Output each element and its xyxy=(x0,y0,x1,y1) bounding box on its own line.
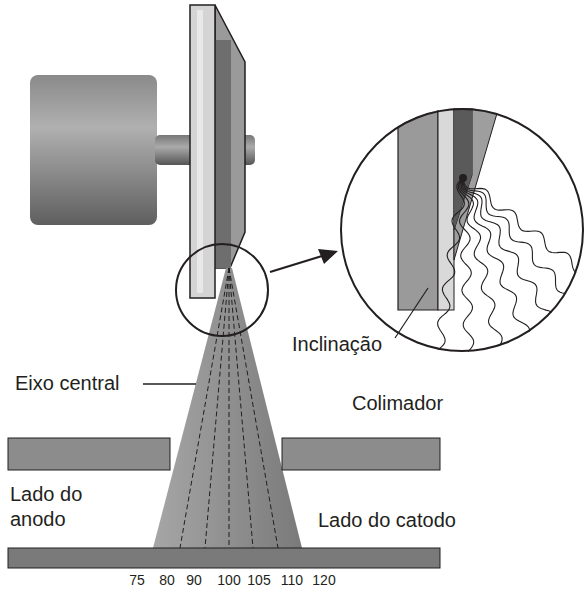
motor xyxy=(30,75,157,225)
x-ray-wave xyxy=(463,178,579,308)
x-ray-wave xyxy=(463,178,588,286)
zoom-arrow-head xyxy=(318,249,338,264)
leader-line xyxy=(143,383,196,385)
x-ray-beam xyxy=(153,268,302,548)
x-ray-wave xyxy=(438,178,465,350)
intensity-value: 110 xyxy=(281,572,303,590)
x-ray-wave xyxy=(462,178,555,326)
intensity-value: 75 xyxy=(129,572,145,590)
side-label: Lado do anodo xyxy=(10,482,110,532)
x-ray-wave xyxy=(460,178,502,348)
magnified-anode xyxy=(398,100,588,352)
zoom-circle xyxy=(176,244,268,336)
intensity-value: 90 xyxy=(186,572,202,590)
collimator-right xyxy=(282,438,440,470)
x-ray-wave xyxy=(461,178,529,340)
zoom-arrow xyxy=(270,256,322,272)
anode-target xyxy=(215,40,231,268)
intensity-value: 100 xyxy=(217,572,240,590)
collimator-left xyxy=(8,438,170,470)
image-receptor xyxy=(8,548,440,568)
zoom-circle-node: Inclinação xyxy=(340,108,584,352)
axis-label: Eixo central xyxy=(15,371,120,396)
anode-bevel xyxy=(215,5,245,268)
part-label: Colimador xyxy=(352,391,443,416)
intensity-value: 105 xyxy=(247,572,270,590)
intensity-value: 80 xyxy=(159,572,175,590)
intensity-value: 120 xyxy=(312,572,335,590)
part-label: Inclinação xyxy=(290,332,384,357)
x-ray-wave xyxy=(458,178,473,352)
side-label: Lado do catodo xyxy=(318,508,456,533)
leader-line xyxy=(395,288,428,338)
